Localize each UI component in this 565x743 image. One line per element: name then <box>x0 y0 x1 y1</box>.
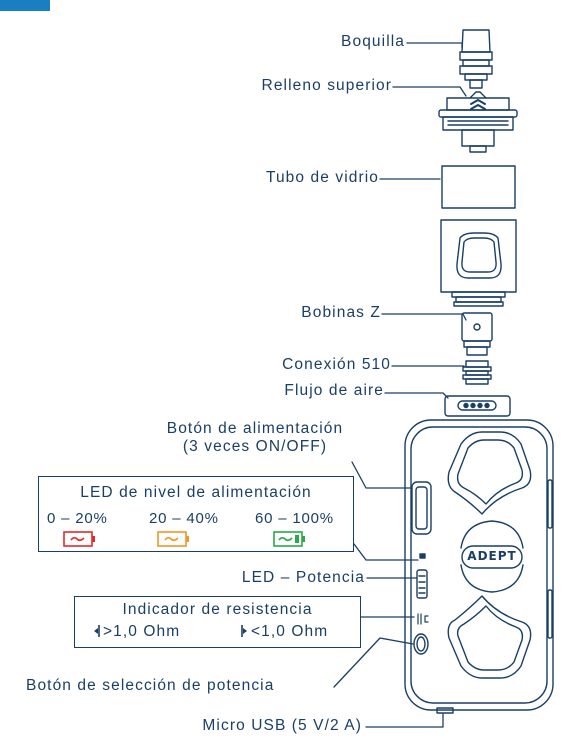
label-power-led: LED – Potencia <box>241 569 365 586</box>
leader-lines <box>333 42 467 728</box>
battery-level-range-2: 60 – 100% <box>255 510 334 527</box>
battery-level-box: LED de nivel de alimentación 0 – 20% 20 … <box>38 476 354 552</box>
top-fill-part <box>438 91 518 153</box>
label-airflow: Flujo de aire <box>284 382 384 399</box>
label-coils: Bobinas Z <box>301 304 381 321</box>
connection-510-part <box>462 360 492 385</box>
low-resistance-icon <box>241 625 247 637</box>
tank-part <box>440 219 517 307</box>
label-mouthpiece: Boquilla <box>341 33 405 50</box>
label-power-select-button: Botón de selección de potencia <box>26 677 275 694</box>
label-glass-tube: Tubo de vidrio <box>265 169 379 186</box>
mouthpiece-part <box>459 29 493 89</box>
label-top-fill: Relleno superior <box>261 77 392 94</box>
resistance-low: <1,0 Ohm <box>251 623 329 640</box>
label-power-button: Botón de alimentación (3 veces ON/OFF) <box>132 420 378 456</box>
resistance-high: >1,0 Ohm <box>103 623 181 640</box>
coil-part <box>461 312 493 356</box>
resistance-title: Indicador de resistencia <box>122 601 313 618</box>
resistance-box: Indicador de resistencia >1,0 Ohm <1,0 O… <box>74 596 361 648</box>
label-connection-510: Conexión 510 <box>282 356 391 373</box>
battery-full-icon <box>273 531 305 547</box>
battery-level-range-0: 0 – 20% <box>47 510 108 527</box>
brand-logo: ADEPT <box>467 549 517 563</box>
section-tab <box>0 0 50 11</box>
high-resistance-icon <box>94 625 100 637</box>
airflow-part <box>444 395 511 417</box>
battery-mid-icon <box>157 531 189 547</box>
battery-low-icon <box>63 531 95 547</box>
label-micro-usb: Micro USB (5 V/2 A) <box>202 717 362 734</box>
mod-body <box>404 419 554 714</box>
battery-level-title: LED de nivel de alimentación <box>80 484 312 501</box>
battery-level-range-1: 20 – 40% <box>149 510 219 527</box>
label-power-button-line2: (3 veces ON/OFF) <box>182 438 328 455</box>
glass-tube-part <box>441 165 516 209</box>
label-power-button-line1: Botón de alimentación <box>166 420 344 437</box>
